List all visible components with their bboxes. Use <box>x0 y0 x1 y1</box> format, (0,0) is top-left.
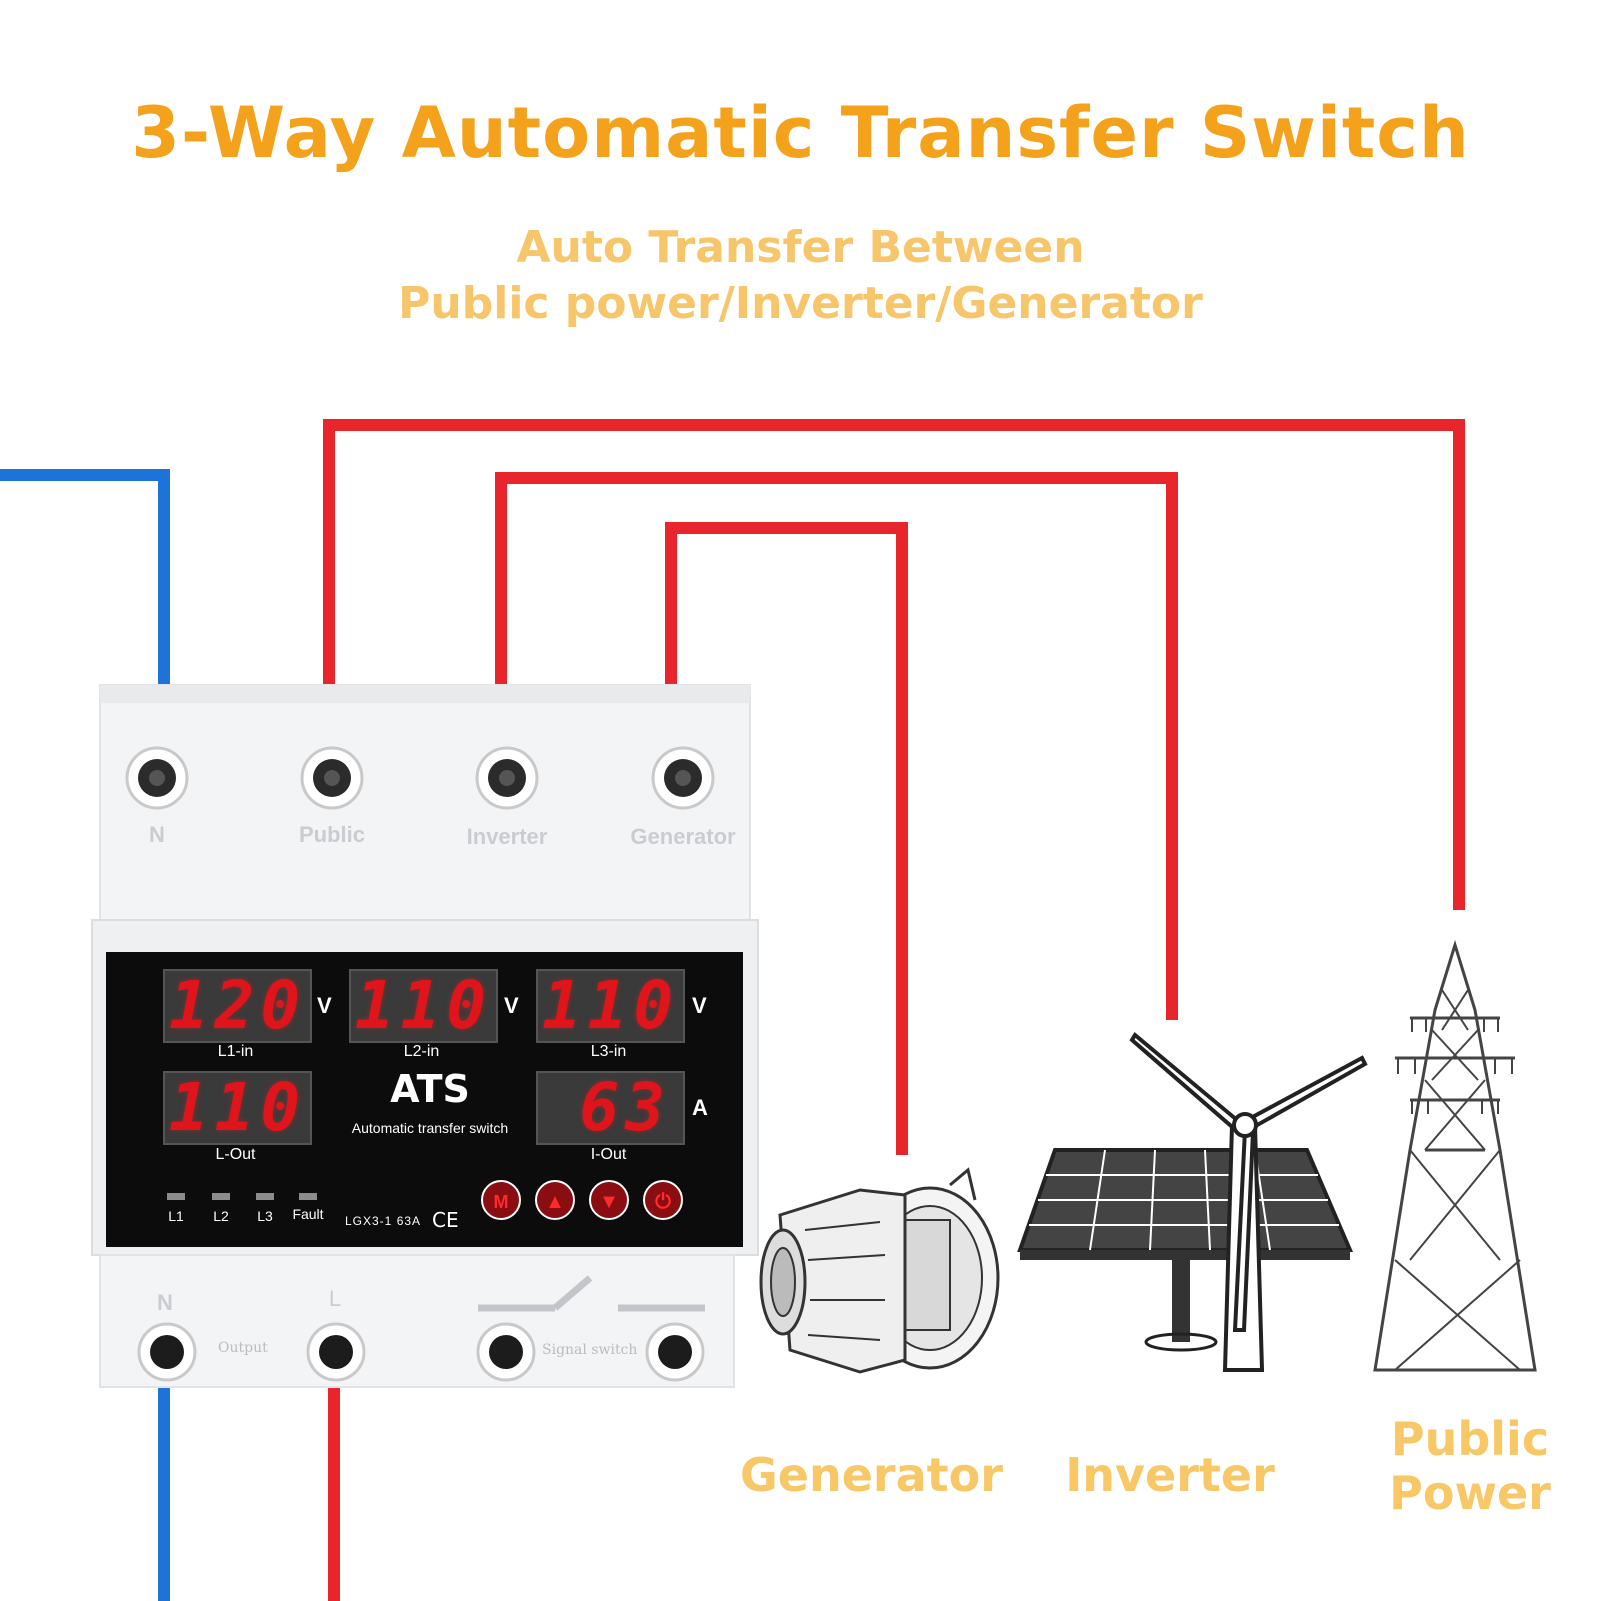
bottom-label-signal-switch: Signal switch <box>542 1342 638 1358</box>
indicator-led-l1 <box>167 1193 185 1200</box>
display-value-l-out: 110 <box>168 1069 307 1146</box>
source-label-generator: Generator <box>740 1448 1003 1502</box>
terminal-label-inverter: Inverter <box>466 824 548 849</box>
display-label-i-out: I-Out <box>590 1146 627 1163</box>
display-label-l-out: L-Out <box>215 1146 256 1163</box>
indicator-label-fault: Fault <box>292 1206 324 1222</box>
arrow-up-button[interactable]: ▲ <box>535 1180 575 1220</box>
public-wire <box>323 419 1465 910</box>
source-label-inverter: Inverter <box>1065 1448 1275 1502</box>
display-unit-l3-in: V <box>692 993 707 1018</box>
terminal-screw-signal-2 <box>645 1322 705 1382</box>
terminal-label-n: N <box>149 822 165 847</box>
display-i-out: 63 <box>536 1071 685 1145</box>
inverter-wire <box>495 472 1178 1020</box>
display-l3-in: 110 <box>536 969 685 1043</box>
generator-icon <box>759 1167 1000 1374</box>
indicator-led-fault <box>299 1193 317 1200</box>
brand-logo: ATS <box>390 1067 470 1111</box>
display-label-l1-in: L1-in <box>217 1043 254 1060</box>
terminal-screw-public <box>300 746 364 810</box>
display-l2-in: 110 <box>349 969 498 1043</box>
terminal-screw-generator <box>651 746 715 810</box>
display-value-l2-in: 110 <box>354 967 493 1044</box>
indicator-led-l2 <box>212 1193 230 1200</box>
display-value-i-out: 63 <box>579 1069 671 1146</box>
indicator-label-l2: L2 <box>213 1208 229 1224</box>
mode-button[interactable]: M <box>481 1180 521 1220</box>
display-unit-i-out: A <box>692 1095 708 1120</box>
terminal-screw-n <box>125 746 189 810</box>
neutral-wire-in <box>0 469 170 700</box>
source-label-public-power: Public Power <box>1375 1412 1565 1520</box>
arrow-down-button[interactable]: ▼ <box>589 1180 629 1220</box>
solar-wind-icon <box>1017 1031 1368 1372</box>
source-label-public-power-line1: Public <box>1390 1412 1550 1466</box>
switch-symbol-icon <box>478 1275 705 1312</box>
source-label-public-power-line2: Power <box>1389 1466 1551 1520</box>
indicator-label-l3: L3 <box>257 1208 273 1224</box>
ce-mark: CE <box>432 1208 459 1232</box>
subtitle-line-1: Auto Transfer Between <box>516 222 1085 273</box>
terminal-screw-out-n <box>137 1322 197 1382</box>
display-label-l2-in: L2-in <box>403 1043 440 1060</box>
terminal-screw-inverter <box>475 746 539 810</box>
power-button[interactable]: ⏻ <box>643 1180 683 1220</box>
terminal-screw-signal-1 <box>476 1322 536 1382</box>
model-number: LGX3-1 63A <box>345 1214 422 1228</box>
display-value-l3-in: 110 <box>541 967 680 1044</box>
bottom-label-l: L <box>328 1286 342 1311</box>
terminal-label-public: Public <box>298 822 365 847</box>
display-unit-l1-in: V <box>317 993 332 1018</box>
subtitle-line-2: Public power/Inverter/Generator <box>398 278 1203 329</box>
bottom-label-n: N <box>157 1290 173 1315</box>
brand-subtitle: Automatic transfer switch <box>351 1120 509 1136</box>
terminal-screw-out-l <box>306 1322 366 1382</box>
indicator-label-l1: L1 <box>168 1208 184 1224</box>
display-unit-l2-in: V <box>504 993 519 1018</box>
indicator-led-l3 <box>256 1193 274 1200</box>
generator-wire <box>665 522 908 1155</box>
display-l-out: 110 <box>163 1071 312 1145</box>
terminal-label-generator: Generator <box>630 824 736 849</box>
bottom-label-output: Output <box>218 1340 268 1356</box>
power-tower-icon <box>1373 939 1537 1372</box>
display-value-l1-in: 120 <box>168 967 307 1044</box>
display-l1-in: 120 <box>163 969 312 1043</box>
page-title: 3-Way Automatic Transfer Switch <box>131 92 1470 174</box>
display-label-l3-in: L3-in <box>590 1043 627 1060</box>
